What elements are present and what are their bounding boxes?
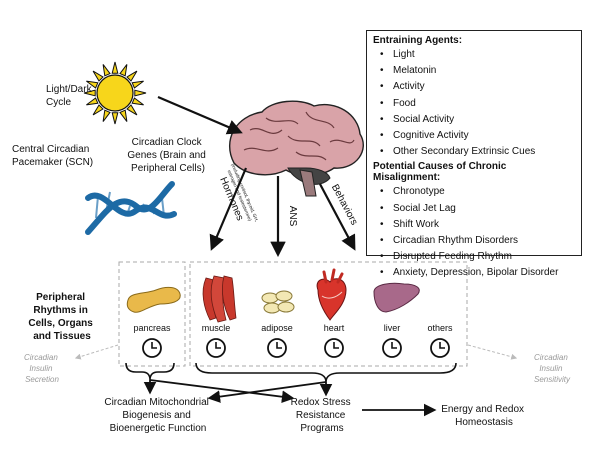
organ-label-adipose: adipose [261, 323, 293, 333]
behaviors-arrow [319, 183, 356, 251]
entraining-item: Light [380, 47, 575, 63]
clock-icon [324, 338, 344, 358]
clock-genes-label: Circadian Clock Genes (Brain and Periphe… [127, 137, 208, 174]
light-dark-label: Light/Dark Cycle [46, 84, 94, 108]
sun-ray [86, 97, 99, 106]
entraining-item: Food [380, 96, 575, 112]
entraining-item: Other Secondary Extrinsic Cues [380, 144, 575, 160]
organ-label-heart: heart [324, 323, 345, 333]
organ-label-liver: liver [384, 323, 401, 333]
organ-label-others: others [427, 323, 453, 333]
entraining-list: LightMelatoninActivityFoodSocial Activit… [373, 47, 575, 161]
light-to-brain-arrow [157, 95, 243, 135]
clock-icon [430, 338, 450, 358]
organ-label-muscle: muscle [202, 323, 231, 333]
hormones-arrow [209, 167, 248, 251]
entraining-item: Cognitive Activity [380, 128, 575, 144]
entraining-item: Melatonin [380, 63, 575, 79]
sun-ray [126, 104, 138, 116]
entraining-title: Entraining Agents: [373, 35, 463, 46]
scn-label: Central Circadian Pacemaker (SCN) [12, 144, 93, 168]
legend-box: Entraining Agents: LightMelatoninActivit… [366, 30, 582, 282]
clock-icon [267, 338, 287, 358]
energy-label: Energy and Redox Homeostasis [441, 404, 527, 428]
sun-icon [83, 61, 147, 125]
liver-icon [373, 282, 420, 313]
entraining-item: Activity [380, 79, 575, 95]
sun-ray [131, 97, 144, 106]
sun-ray [102, 64, 111, 77]
clock-icon [206, 338, 226, 358]
clock-icon [382, 338, 402, 358]
insulin-secretion-label: Circadian Insulin Secretion [24, 353, 60, 384]
mito-label: Circadian Mitochondrial Biogenesis and B… [104, 397, 211, 434]
organs-box [189, 261, 468, 367]
sun-ray [119, 64, 128, 77]
sun-ray [92, 104, 104, 116]
causes-title: Potential Causes of Chronic Misalignment… [373, 161, 507, 184]
sun-ray [134, 89, 147, 97]
sun-ray [83, 89, 96, 97]
cause-item: Social Jet Lag [380, 201, 575, 217]
redox-label: Redox Stress Resistance Programs [291, 397, 354, 434]
cause-item: Disrupted Feeding Rhythm [380, 249, 575, 265]
sun-ray [86, 80, 99, 89]
cause-item: Circadian Rhythm Disorders [380, 233, 575, 249]
peripheral-label: Peripheral Rhythms in Cells, Organs and … [28, 292, 95, 342]
cause-item: Chronotype [380, 184, 575, 200]
sun-ray [111, 61, 119, 74]
pancreas-to-redox-arrow [149, 379, 295, 403]
heart-icon [316, 268, 347, 321]
sun-ray [102, 109, 111, 122]
dna-rung [95, 195, 99, 219]
ans-label: ANS [287, 206, 298, 227]
dna-helix-icon [85, 181, 177, 235]
entraining-item: Social Activity [380, 112, 575, 128]
pancreas-box [118, 261, 186, 367]
sun-ray [111, 112, 119, 125]
sun-ray [119, 109, 128, 122]
muscle-icon [202, 275, 237, 323]
behaviors-label: Behaviors [329, 183, 360, 227]
clock-icon [142, 338, 162, 358]
insulin-sensitivity-arrow [467, 344, 518, 360]
sun-ray [131, 80, 144, 89]
adipose-icon [261, 290, 295, 314]
insulin-secretion-arrow [74, 344, 119, 360]
cause-item: Anxiety, Depression, Bipolar Disorder [380, 265, 575, 281]
sun-ray [92, 70, 104, 82]
cause-item: Shift Work [380, 217, 575, 233]
brain-icon [228, 100, 364, 197]
organ-label-pancreas: pancreas [133, 323, 171, 333]
sun-ray [126, 70, 138, 82]
organs-to-mito-arrow [207, 381, 327, 403]
insulin-sensitivity-label: Circadian Insulin Sensitivity [534, 353, 571, 384]
pancreas-icon [126, 286, 181, 313]
causes-list: ChronotypeSocial Jet LagShift WorkCircad… [373, 184, 575, 281]
